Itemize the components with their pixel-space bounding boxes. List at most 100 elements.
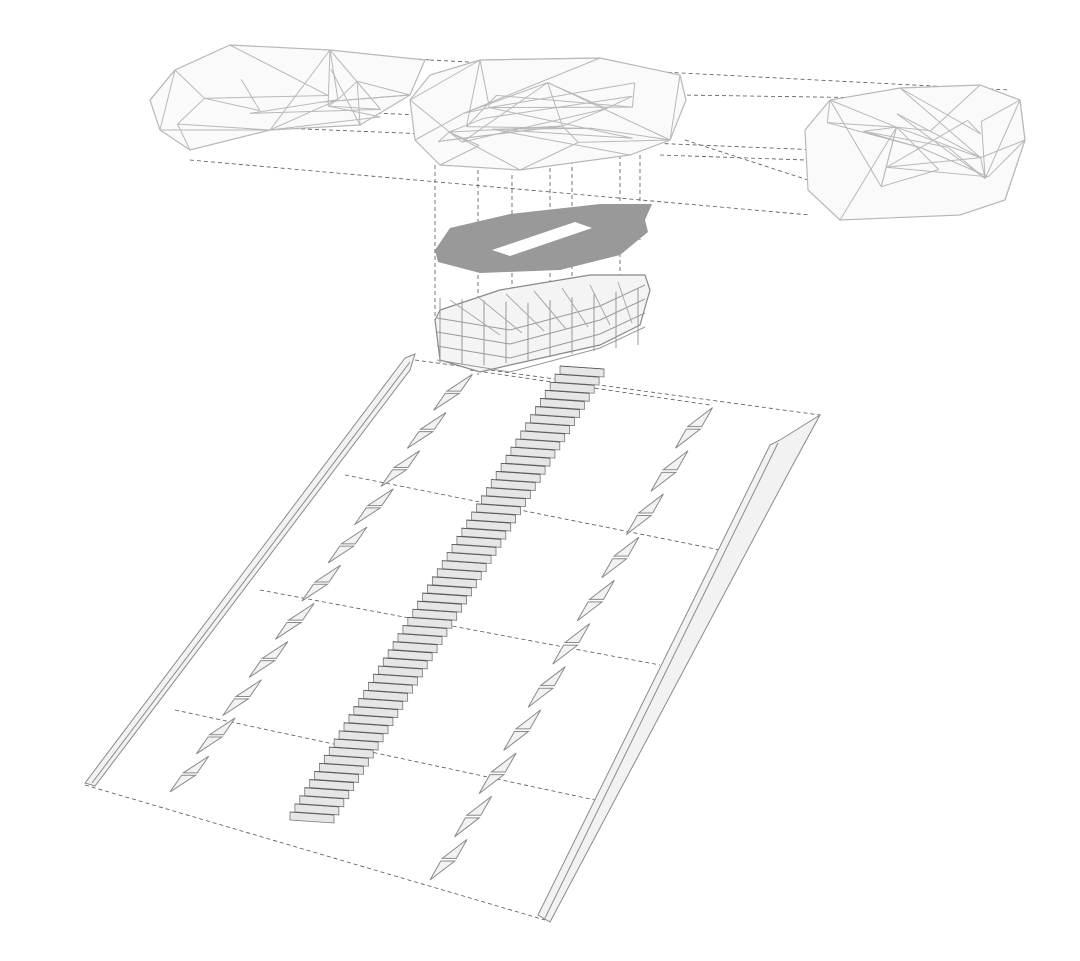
stair-nosing [427,584,472,589]
stair-nosing [550,381,595,386]
stair-nosing [471,511,516,516]
truss-triangle [637,493,664,514]
dashed-line [684,139,809,181]
stair-nosing [501,462,546,467]
truss-triangle [222,698,251,717]
wire-edge [174,69,205,99]
stair-nosing [491,479,536,483]
wire-edge [439,145,480,166]
wire-edge [863,130,948,148]
wire-edge [414,112,464,141]
stair-nosing [304,787,349,792]
wire-edge [863,130,922,149]
wire-edge [896,126,931,132]
truss-triangle [661,450,689,471]
dashed-line [299,109,421,116]
truss-triangle [275,621,303,640]
stair-nosing [368,681,413,686]
stair-nosing [373,673,418,678]
structural-frame [434,274,651,373]
stair-nosing [329,746,374,751]
dashed-line [414,359,821,416]
wire-edge [519,141,579,171]
left-panel-edge [91,361,411,784]
truss-triangle [454,817,481,838]
wire-edge [463,57,601,114]
dashed-line [279,127,821,151]
wire-edge [896,126,981,159]
wire-edge [461,82,548,143]
stair-nosing [545,389,590,394]
wire-edge [592,127,671,141]
stair-nosing [451,544,497,548]
right-canopy-outline [804,84,1026,221]
wire-edge [449,125,563,133]
wire-edge [337,80,358,100]
truss-triangle [354,507,382,526]
wire-edge [356,81,361,126]
wire-edge [149,69,176,101]
right-truss-row [429,407,713,881]
frame-outline [434,274,651,373]
wire-edge [177,123,271,131]
wire-edge [896,113,981,159]
truss-triangle [563,623,591,643]
wire-edge [269,49,331,131]
right-panel [537,413,822,923]
wire-edge [987,139,1026,178]
wire-edge [229,44,329,96]
wire-edge [896,126,940,170]
stair-nosing [339,730,384,735]
stair-nosing [559,365,605,370]
stair-nosing [353,706,398,710]
truss-triangle [612,536,640,557]
stair-nosing [324,754,369,759]
wire-edge [328,105,381,110]
wire-edge [409,99,463,143]
frame-joist [617,281,633,324]
wire-edge [437,131,450,143]
wire-edge [669,74,681,141]
stair-nosing [442,560,487,565]
stair-nosing [555,373,600,378]
truss-triangle [601,558,629,579]
wire-edge [886,157,981,168]
stair-nosing [466,519,511,524]
center-canopy-outline [409,57,687,171]
truss-triangle [313,564,342,583]
wire-edge [562,108,607,127]
wire-edge [177,97,205,125]
wire-edge [177,123,191,151]
wire-edge [492,128,633,139]
wire-edge [631,82,636,108]
truss-triangle [650,471,678,492]
truss-triangle [489,752,517,773]
wire-edge [863,126,897,132]
wire-edge [496,94,633,108]
right-canopy [804,84,1026,221]
floor-slab [435,204,652,273]
wireframe-canopies [149,44,1026,221]
side-panels [84,353,822,923]
truss-triangle [380,469,409,487]
wire-edge [489,107,633,139]
wire-edge [204,94,328,99]
stair-nosing [496,471,541,475]
truss-triangle [260,641,289,659]
frame-joist [477,296,523,334]
wire-edge [606,95,633,110]
stair-nosing [294,803,339,808]
stair-nosing [456,535,501,540]
dashed-line [429,59,1011,91]
wire-edge [240,79,261,111]
stair-nosing [348,714,393,719]
truss-triangle [169,774,198,793]
truss-triangle [552,644,580,665]
stair-nosing [417,600,462,605]
wire-edge [343,94,411,101]
stair-nosing [530,414,575,419]
truss-triangle [366,488,394,507]
wire-edge [886,120,968,168]
